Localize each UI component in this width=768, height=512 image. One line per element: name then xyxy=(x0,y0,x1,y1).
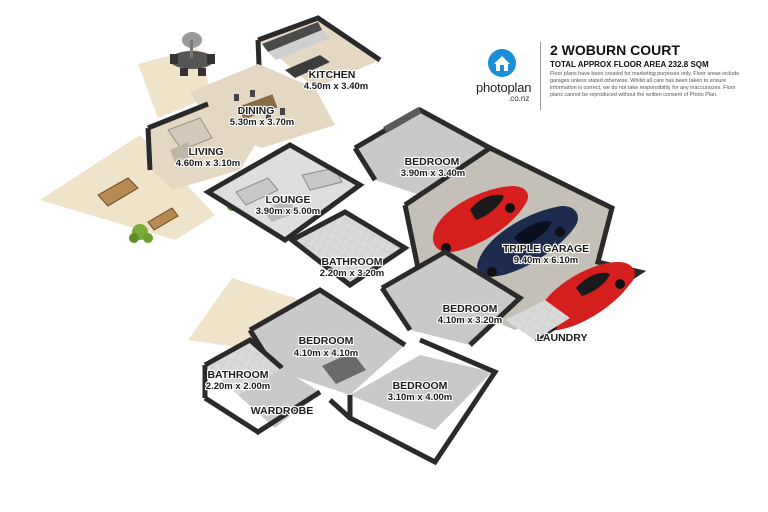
label-living-dims: 4.60m x 3.10m xyxy=(176,158,240,169)
label-bathroom-ensuite-name: BATHROOM xyxy=(207,369,268,381)
plan-header: photoplan .co.nz 2 WOBURN COURT TOTAL AP… xyxy=(476,40,764,110)
room-labels: KITCHEN 4.50m x 3.40m DINING 5.30m x 3.7… xyxy=(175,68,591,418)
label-dining-dims: 5.30m x 3.70m xyxy=(230,117,294,128)
label-bedroom-master-dims: 4.10m x 4.10m xyxy=(294,348,358,359)
label-garage-dims: 9.40m x 6.10m xyxy=(514,255,578,266)
room-bedroom-top xyxy=(352,106,492,195)
label-living-name: LIVING xyxy=(188,146,223,158)
label-bedroom-mid-name: BEDROOM xyxy=(443,303,498,315)
label-bedroom-top-name: BEDROOM xyxy=(405,156,460,168)
label-lounge-name: LOUNGE xyxy=(266,194,311,206)
room-kitchen xyxy=(255,15,382,91)
label-lounge-dims: 3.90m x 5.00m xyxy=(256,206,320,217)
room-bathroom-ensuite xyxy=(202,336,284,398)
garden-bench xyxy=(97,177,179,231)
room-laundry xyxy=(505,300,570,340)
label-bedroom-mid-dims: 4.10m x 3.20m xyxy=(438,315,502,326)
label-bedroom-top-dims: 3.90m x 3.40m xyxy=(401,168,465,179)
room-bedroom-bottom xyxy=(328,337,499,466)
label-bathroom-ensuite-dims: 2.20m x 2.00m xyxy=(206,381,270,392)
outdoor-table xyxy=(170,32,215,76)
property-address: 2 WOBURN COURT xyxy=(550,42,680,58)
label-bedroom-bottom-name: BEDROOM xyxy=(393,380,448,392)
house-pin-icon xyxy=(488,49,516,77)
label-dining-name: DINING xyxy=(238,105,275,117)
label-bathroom-main-name: BATHROOM xyxy=(321,256,382,268)
room-lounge xyxy=(203,142,365,244)
logo-domain: .co.nz xyxy=(508,94,530,103)
label-garage-name: TRIPLE GARAGE xyxy=(503,243,589,255)
room-wardrobe xyxy=(203,368,322,435)
logo-wordmark: photoplan xyxy=(476,80,532,95)
photoplan-logo: photoplan .co.nz xyxy=(476,40,550,110)
label-bathroom-main-dims: 2.20m x 3.20m xyxy=(320,268,384,279)
label-kitchen-name: KITCHEN xyxy=(309,69,356,81)
label-laundry-name: LAUNDRY xyxy=(537,332,588,344)
label-bedroom-master-name: BEDROOM xyxy=(299,335,354,347)
room-bedroom-mid xyxy=(379,249,525,347)
car-navy xyxy=(477,206,578,277)
floor-area: TOTAL APPROX FLOOR AREA 232.8 SQM xyxy=(550,60,709,69)
room-living xyxy=(145,101,258,190)
label-kitchen-dims: 4.50m x 3.40m xyxy=(304,81,368,92)
header-divider xyxy=(540,42,541,110)
label-wardrobe-name: WARDROBE xyxy=(251,405,313,417)
label-bedroom-bottom-dims: 3.10m x 4.00m xyxy=(388,392,452,403)
room-bathroom-main xyxy=(287,209,410,289)
disclaimer-text: Floor plans have been created for market… xyxy=(550,71,740,98)
